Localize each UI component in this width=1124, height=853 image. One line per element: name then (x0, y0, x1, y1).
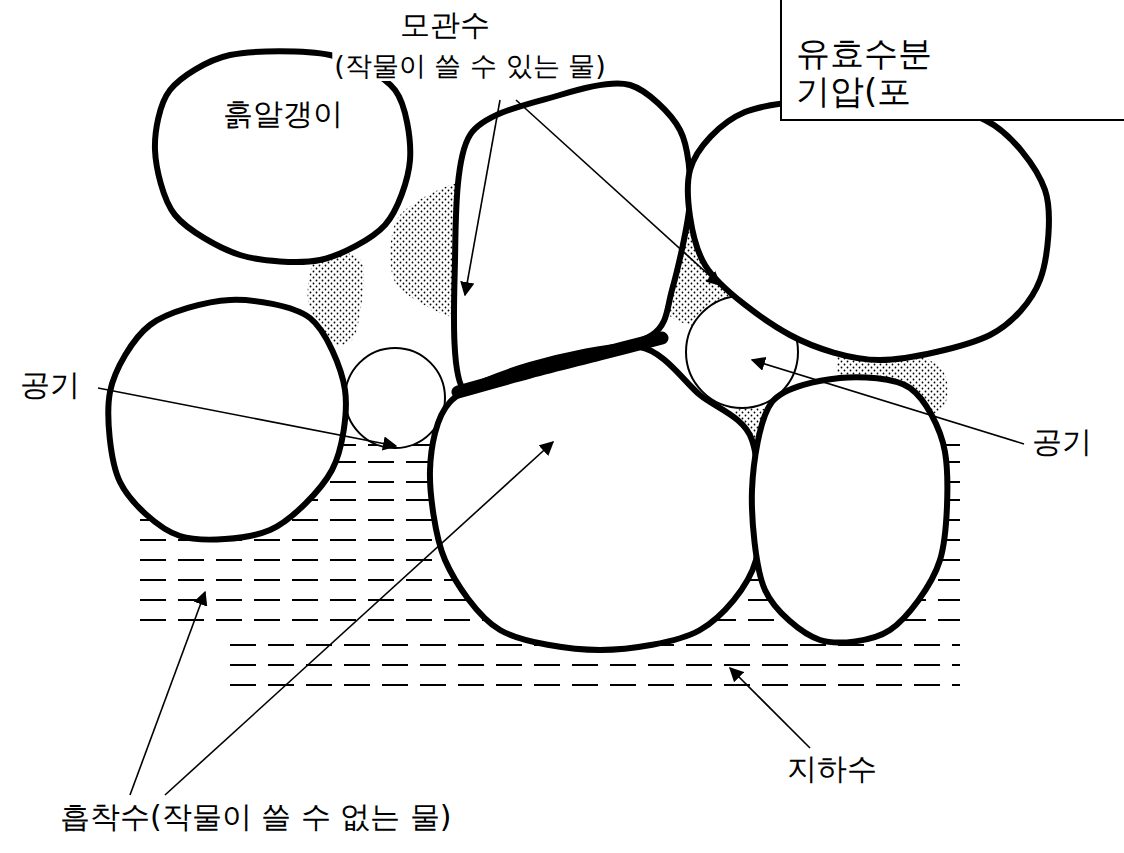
leader-arrow (516, 100, 720, 285)
note-box: 유효수분 기압(포 (780, 0, 1124, 121)
air-label: 공기 (18, 368, 82, 403)
groundwater-dash (230, 684, 960, 686)
leader-arrow (752, 360, 1024, 444)
groundwater-dash (230, 664, 960, 666)
leader-arrow (465, 100, 500, 295)
note-label: (작물이 쓸 수 있는 물) (332, 50, 607, 81)
label: 흡착수(작물이 쓸 수 없는 물) (58, 800, 454, 835)
soil-particle (454, 83, 690, 395)
groundwater-label: 지하수 (785, 752, 879, 787)
air-label: 공기 (1030, 425, 1094, 460)
leader-arrow (98, 388, 396, 446)
adsorbed-water-film (458, 338, 662, 392)
leader-arrow (130, 592, 205, 795)
leader-arrow (730, 668, 810, 748)
particle-label: 흙알갱이 (150, 97, 415, 131)
soil-particle (155, 51, 410, 262)
note-text: 유효수분 기압(포 (796, 34, 976, 110)
air-bubble (345, 348, 445, 448)
leader-arrow (165, 442, 553, 795)
soil-particle (108, 300, 345, 540)
soil-particle (752, 377, 947, 642)
label: 모관수 (398, 8, 492, 43)
soil-particle (688, 100, 1049, 360)
